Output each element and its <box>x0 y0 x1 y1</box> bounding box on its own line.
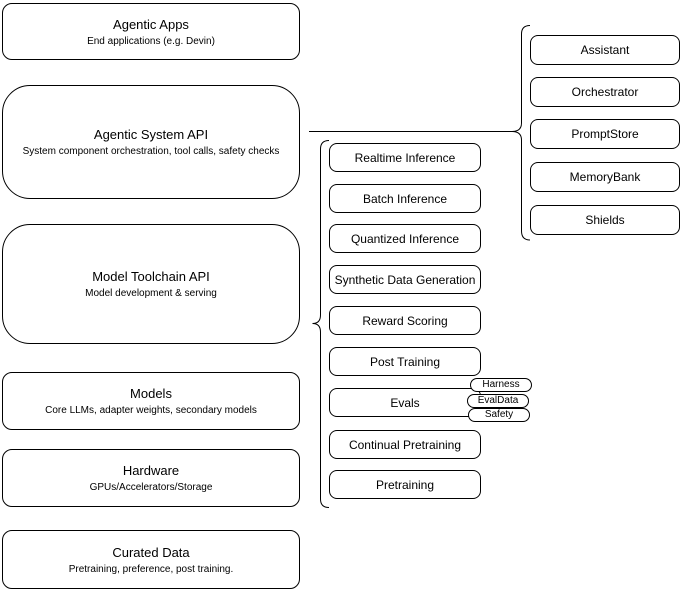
node-subtitle: End applications (e.g. Devin) <box>87 35 215 47</box>
node-subtitle: Core LLMs, adapter weights, secondary mo… <box>45 405 257 416</box>
node-models: Models Core LLMs, adapter weights, secon… <box>2 372 300 430</box>
node-evals: Evals <box>329 388 481 417</box>
node-subtitle: Pretraining, preference, post training. <box>68 563 234 575</box>
node-label: Reward Scoring <box>362 313 448 328</box>
node-label: Evals <box>390 395 420 410</box>
node-reward-scoring: Reward Scoring <box>329 306 481 335</box>
pill-harness: Harness <box>470 378 532 392</box>
node-promptstore: PromptStore <box>530 119 680 149</box>
pill-label: Harness <box>482 379 520 390</box>
node-label: Synthetic Data Generation <box>334 272 476 287</box>
node-memorybank: MemoryBank <box>530 162 680 192</box>
node-post-training: Post Training <box>329 347 481 376</box>
node-model-toolchain-api: Model Toolchain API Model development & … <box>2 224 300 344</box>
node-agentic-apps: Agentic Apps End applications (e.g. Devi… <box>2 3 300 60</box>
node-realtime-inference: Realtime Inference <box>329 143 481 172</box>
node-subtitle: Model development & serving <box>85 288 217 299</box>
node-batch-inference: Batch Inference <box>329 184 481 213</box>
system-components-brace <box>511 25 531 241</box>
node-subtitle: System component orchestration, tool cal… <box>22 146 280 157</box>
node-subtitle: GPUs/Accelerators/Storage <box>89 482 213 493</box>
node-label: Realtime Inference <box>354 150 456 165</box>
pill-label: EvalData <box>477 395 519 406</box>
node-title: Hardware <box>122 463 180 478</box>
node-title: Models <box>130 386 172 401</box>
node-label: PromptStore <box>571 127 639 141</box>
node-assistant: Assistant <box>530 35 680 65</box>
node-curated-data: Curated Data Pretraining, preference, po… <box>2 530 300 589</box>
node-label: MemoryBank <box>569 170 641 184</box>
node-orchestrator: Orchestrator <box>530 77 680 107</box>
node-label: Orchestrator <box>571 85 639 99</box>
pill-label: Safety <box>484 409 514 420</box>
node-continual-pretraining: Continual Pretraining <box>329 430 481 459</box>
node-pretraining: Pretraining <box>329 470 481 499</box>
node-label: Shields <box>585 213 625 227</box>
pill-safety: Safety <box>468 408 530 422</box>
node-hardware: Hardware GPUs/Accelerators/Storage <box>2 449 300 507</box>
pill-evaldata: EvalData <box>467 394 529 408</box>
node-title: Agentic Apps <box>113 16 189 32</box>
node-label: Quantized Inference <box>350 231 460 246</box>
node-title: Model Toolchain API <box>92 269 210 284</box>
toolchain-services-brace <box>312 140 330 508</box>
node-label: Continual Pretraining <box>348 437 462 452</box>
node-label: Post Training <box>369 354 441 369</box>
node-shields: Shields <box>530 205 680 235</box>
node-agentic-system-api: Agentic System API System component orch… <box>2 85 300 199</box>
node-label: Pretraining <box>375 477 435 492</box>
node-label: Assistant <box>580 43 630 57</box>
node-synthetic-data-generation: Synthetic Data Generation <box>329 265 481 294</box>
node-title: Curated Data <box>112 544 190 560</box>
node-quantized-inference: Quantized Inference <box>329 224 481 253</box>
node-title: Agentic System API <box>93 127 209 142</box>
node-label: Batch Inference <box>362 191 448 206</box>
